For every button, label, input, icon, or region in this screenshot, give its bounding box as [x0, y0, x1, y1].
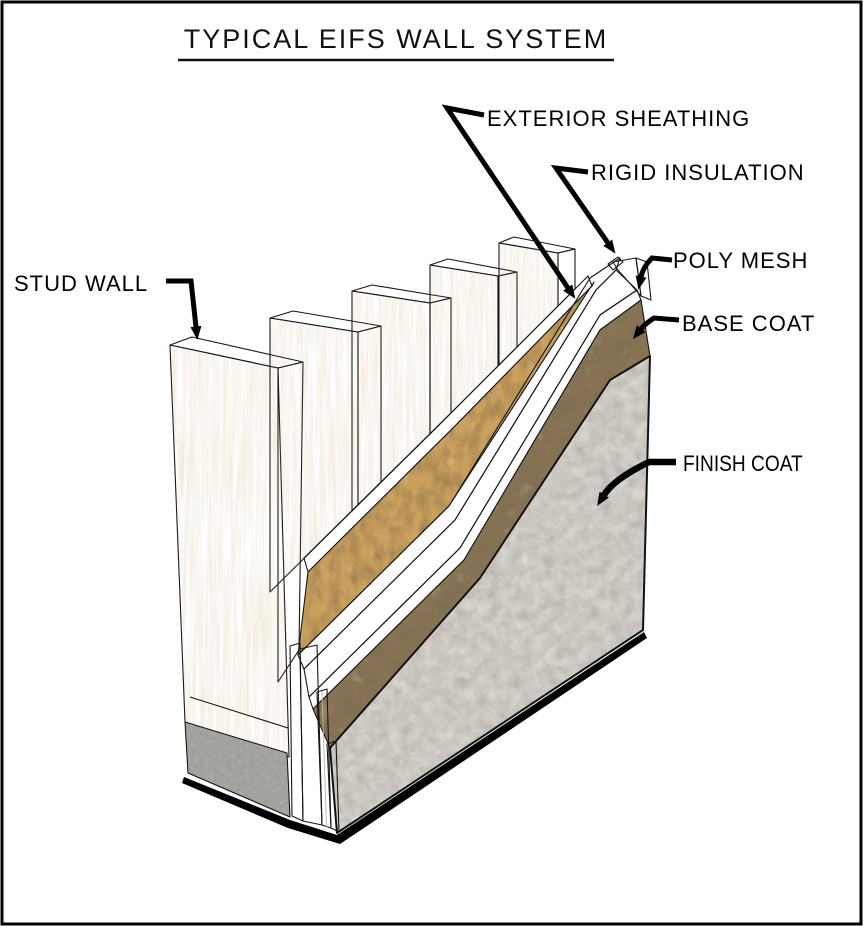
label-exterior-sheathing: EXTERIOR SHEATHING: [441, 104, 750, 299]
label-finish-coat: FINISH COAT: [597, 452, 803, 507]
poly-mesh-label: POLY MESH: [673, 248, 808, 273]
annotations: STUD WALL EXTERIOR SHEATHING RIGID INSUL…: [14, 104, 815, 507]
label-base-coat: BASE COAT: [632, 311, 815, 340]
page-title: TYPICAL EIFS WALL SYSTEM: [184, 24, 609, 54]
bottom-plate-edge: [189, 696, 289, 729]
base-coat-label: BASE COAT: [682, 311, 815, 336]
leader-arrow-base-coat: [632, 315, 680, 340]
rigid-insulation-label: RIGID INSULATION: [591, 160, 805, 185]
leader-arrow-finish-coat: [597, 458, 676, 507]
leader-arrow-stud-wall: [166, 278, 202, 340]
diagram-title: TYPICAL EIFS WALL SYSTEM: [178, 24, 614, 62]
near-end-cross-section: [289, 642, 340, 833]
base-coat-end-face-near: [326, 740, 340, 833]
label-poly-mesh: POLY MESH: [635, 248, 808, 290]
leader-arrow-poly-mesh: [635, 255, 673, 290]
label-rigid-insulation: RIGID INSULATION: [550, 160, 805, 254]
stud-wall-label: STUD WALL: [14, 271, 148, 296]
label-stud-wall: STUD WALL: [14, 271, 202, 340]
leader-arrow-exterior-sheathing: [441, 104, 576, 299]
leader-arrow-rigid-insulation: [550, 164, 616, 254]
exterior-sheathing-label: EXTERIOR SHEATHING: [487, 106, 750, 131]
finish-coat-label: FINISH COAT: [683, 452, 803, 477]
